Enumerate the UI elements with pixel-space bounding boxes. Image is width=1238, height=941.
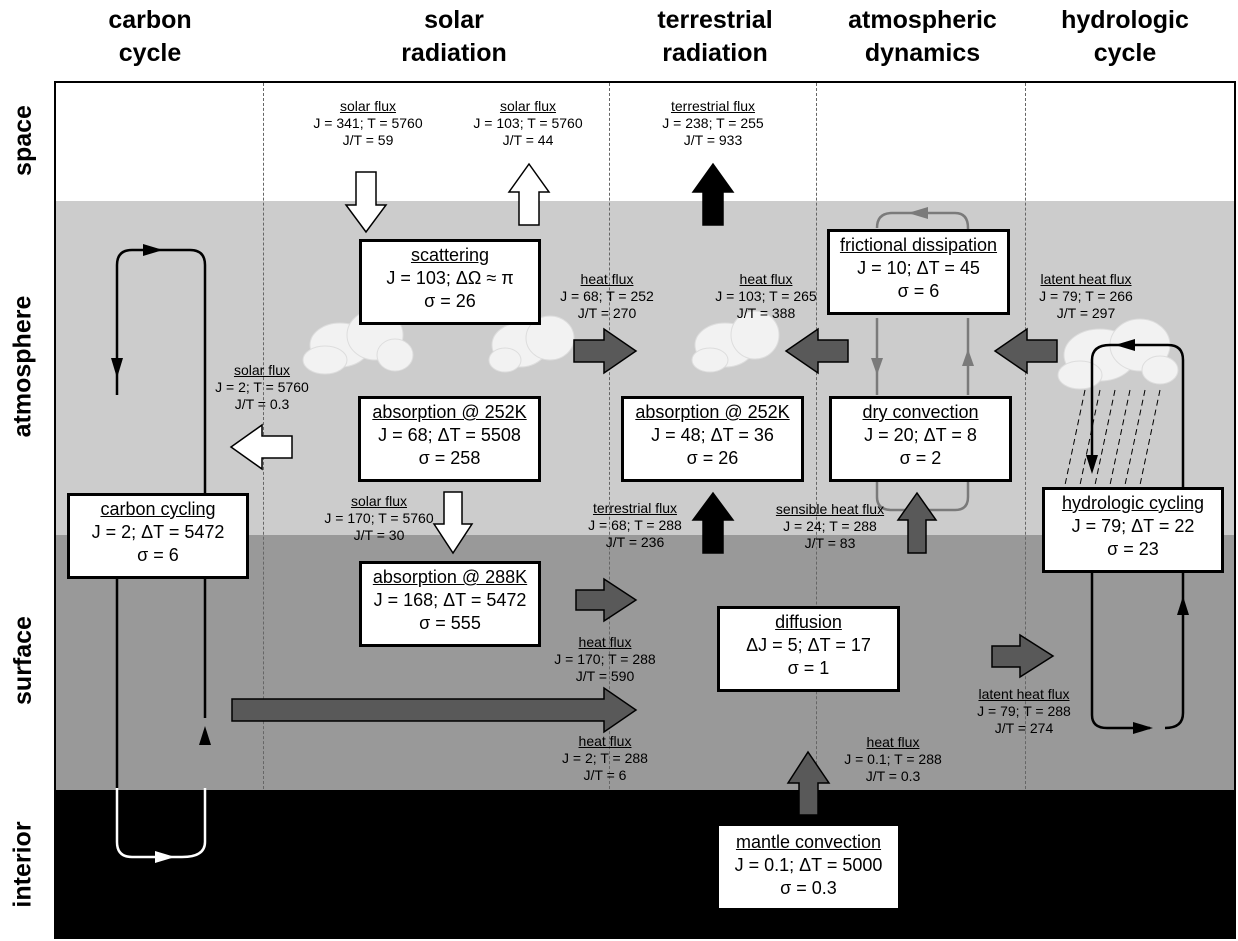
diagram-panel xyxy=(54,81,1236,939)
hydrologic-loop xyxy=(1090,343,1185,730)
terrestrial-up-arrow xyxy=(691,491,735,554)
arrow-icon xyxy=(143,244,163,256)
latent-heat-arrow xyxy=(991,633,1055,679)
space-band xyxy=(56,83,1234,201)
arrow-icon xyxy=(199,726,211,745)
arrow-icon xyxy=(111,358,123,378)
column-header-carbon-cycle: carbon cycle xyxy=(108,6,192,67)
rain-streaks xyxy=(1064,389,1161,486)
arrow-icon xyxy=(871,358,883,375)
cloud-icon xyxy=(488,315,575,373)
arrow-icon xyxy=(1133,722,1153,734)
carbon-loop-interior xyxy=(115,788,207,859)
solar-carbon-arrow xyxy=(229,423,293,471)
arrow-icon xyxy=(962,349,974,366)
terrestrial-out-arrow xyxy=(691,162,735,226)
column-divider xyxy=(816,83,817,789)
column-divider xyxy=(609,83,610,789)
mantle-heat-arrow xyxy=(786,750,831,816)
arrow-icon xyxy=(1115,339,1135,351)
solar-surface-arrow xyxy=(432,491,474,555)
cloud-icon xyxy=(1057,318,1179,390)
arrow-icon xyxy=(1177,596,1189,615)
column-divider xyxy=(1025,83,1026,789)
arrow-icon xyxy=(155,851,175,863)
interior-band xyxy=(56,790,1234,937)
column-header-hydrologic-cycle: hydrologic cycle xyxy=(1061,6,1189,67)
cloud-icon xyxy=(691,310,780,373)
sensible-heat-arrow xyxy=(896,491,938,554)
column-header-atmospheric-dynamics: atmospheric dynamics xyxy=(848,6,997,67)
solar-in-arrow xyxy=(344,171,388,234)
heat-flux-arrow xyxy=(575,577,638,623)
arrow-icon xyxy=(908,207,928,219)
latent-heat-arrow xyxy=(993,327,1058,375)
arrow-icon xyxy=(1086,455,1098,474)
solar-out-arrow xyxy=(507,162,551,226)
column-header-solar-radiation: solar radiation xyxy=(401,6,507,67)
heat-flux-arrow xyxy=(573,327,638,375)
heat-flux-arrow xyxy=(784,327,849,375)
column-header-terrestrial-radiation: terrestrial radiation xyxy=(657,6,773,67)
heat-flux-arrow xyxy=(231,686,638,734)
